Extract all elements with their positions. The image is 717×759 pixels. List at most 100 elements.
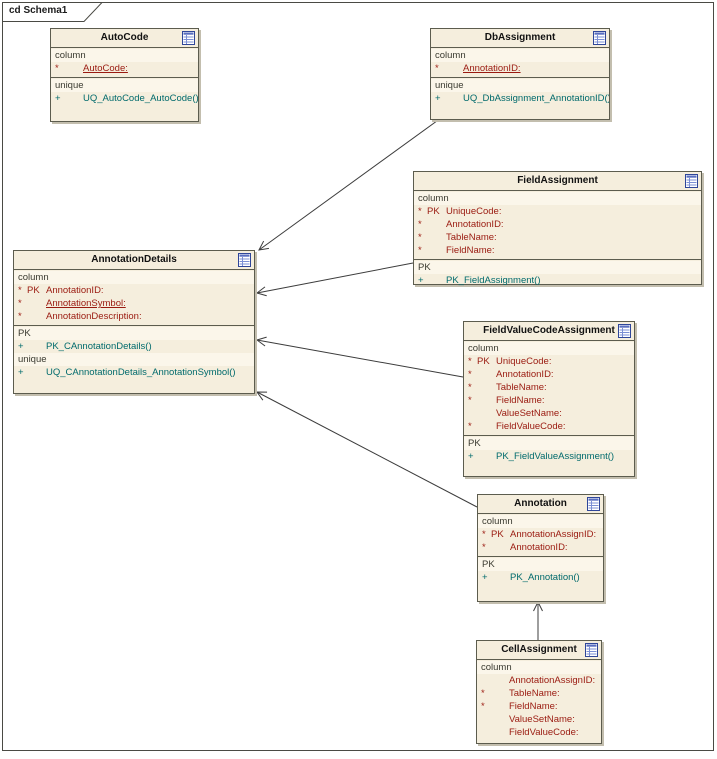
- connector-dbassignment-to-annotationdetails[interactable]: [258, 117, 442, 251]
- connector-fieldassignment-to-annotationdetails[interactable]: [255, 262, 414, 297]
- attribute-name: UniqueCode:: [496, 356, 552, 367]
- attribute-name: TableName:: [509, 688, 560, 699]
- connector-annotation-to-annotationdetails[interactable]: [256, 391, 478, 508]
- pk-marker: PK: [427, 206, 440, 217]
- visibility-marker: +: [468, 451, 474, 462]
- operation-row[interactable]: +UQ_CAnnotationDetails_AnnotationSymbol(…: [14, 366, 254, 379]
- attribute-row[interactable]: *TableName:: [477, 687, 601, 700]
- attribute-row[interactable]: *TableName:: [464, 381, 634, 394]
- pk-marker: [427, 231, 446, 244]
- pk-marker: [64, 62, 83, 75]
- entity-annotation[interactable]: Annotation column * PK AnnotationAssignID:* A…: [477, 494, 604, 602]
- operation-row[interactable]: +UQ_AutoCode_AutoCode(): [51, 92, 198, 105]
- visibility-marker: +: [55, 93, 61, 104]
- attribute-row[interactable]: FieldValueCode:: [477, 726, 601, 739]
- operation-row[interactable]: + PK_FieldAssignment(): [414, 274, 701, 287]
- pk-marker: [477, 394, 496, 407]
- attribute-row[interactable]: *AnnotationID:: [464, 368, 634, 381]
- compartment-label: PK: [464, 437, 634, 450]
- pk-marker: PK: [477, 356, 490, 367]
- attribute-row[interactable]: AnnotationAssignID:: [477, 674, 601, 687]
- attribute-row[interactable]: * PK UniqueCode:: [464, 355, 634, 368]
- attribute-row[interactable]: ValueSetName:: [464, 407, 634, 420]
- operation-row[interactable]: +PK_Annotation(): [478, 571, 603, 584]
- not-null-marker: *: [418, 245, 422, 256]
- entity-compartment: PK+ PK_FieldAssignment(): [414, 259, 701, 289]
- not-null-marker: *: [418, 232, 422, 243]
- attribute-row[interactable]: ValueSetName:: [477, 713, 601, 726]
- attribute-row[interactable]: *FieldName:: [477, 700, 601, 713]
- entity-title: Annotation: [514, 498, 567, 509]
- compartment-label: unique: [51, 79, 198, 92]
- entity-title-bar[interactable]: CellAssignment: [477, 641, 601, 659]
- attribute-row[interactable]: *FieldValueCode:: [464, 420, 634, 433]
- attribute-name: AnnotationAssignID:: [510, 529, 597, 540]
- attribute-name: AnnotationID:: [446, 219, 504, 230]
- connector-fieldvaluecodeassignment-to-annotationdetails[interactable]: [255, 336, 464, 378]
- operation-row[interactable]: +PK_FieldValueAssignment(): [464, 450, 634, 463]
- entity-autocode[interactable]: AutoCode column*AutoCode: unique+UQ_AutoCo…: [50, 28, 199, 122]
- entity-title-bar[interactable]: FieldAssignment: [414, 172, 701, 190]
- attribute-row[interactable]: *TableName:: [414, 231, 701, 244]
- operation-name: PK_CAnnotationDetails(): [46, 341, 152, 352]
- compartment-label: column: [478, 515, 603, 528]
- pk-marker: [64, 92, 83, 105]
- pk-marker: [490, 674, 509, 687]
- operation-row[interactable]: + PK_CAnnotationDetails(): [14, 340, 254, 353]
- operation-name: UQ_DbAssignment_AnnotationID(): [463, 93, 609, 104]
- entity-title-bar[interactable]: FieldValueCodeAssignment: [464, 322, 634, 340]
- not-null-marker: *: [468, 382, 472, 393]
- operation-row[interactable]: + UQ_DbAssignment_AnnotationID(): [431, 92, 609, 105]
- attribute-row[interactable]: *AnnotationID:: [414, 218, 701, 231]
- attribute-row[interactable]: * FieldName:: [414, 244, 701, 257]
- compartment-label: column: [464, 342, 634, 355]
- visibility-marker: +: [435, 93, 441, 104]
- attribute-row[interactable]: *AnnotationSymbol:: [14, 297, 254, 310]
- operation-name: PK_FieldAssignment(): [446, 275, 541, 286]
- compartment-label: column: [14, 271, 254, 284]
- attribute-name: AnnotationID:: [510, 542, 568, 553]
- attribute-name: FieldName:: [446, 245, 495, 256]
- entity-title: FieldValueCodeAssignment: [483, 325, 615, 336]
- entity-title-bar[interactable]: DbAssignment: [431, 29, 609, 47]
- pk-marker: [490, 713, 509, 726]
- table-icon: [685, 174, 698, 188]
- entity-title-bar[interactable]: AnnotationDetails: [14, 251, 254, 269]
- attribute-row[interactable]: *AnnotationDescription:: [14, 310, 254, 323]
- table-icon: [585, 643, 598, 657]
- entity-title-bar[interactable]: Annotation: [478, 495, 603, 513]
- attribute-row[interactable]: * AnnotationID:: [478, 541, 603, 554]
- pk-marker: [477, 450, 496, 463]
- pk-marker: [477, 407, 496, 420]
- entity-compartment: PK+PK_FieldValueAssignment(): [464, 435, 634, 476]
- visibility-marker: +: [418, 275, 424, 286]
- entity-compartment: PK+PK_Annotation(): [478, 556, 603, 601]
- pk-marker: PK: [491, 529, 504, 540]
- pk-marker: [444, 92, 463, 105]
- attribute-row[interactable]: *FieldName:: [464, 394, 634, 407]
- entity-title: AutoCode: [100, 32, 149, 43]
- attribute-name: FieldName:: [509, 701, 558, 712]
- entity-title-bar[interactable]: AutoCode: [51, 29, 198, 47]
- attribute-row[interactable]: *AutoCode:: [51, 62, 198, 75]
- not-null-marker: *: [468, 356, 472, 367]
- entity-compartment: column * PK AnnotationAssignID:* AnnotationI…: [478, 513, 603, 556]
- entity-title: AnnotationDetails: [91, 254, 177, 265]
- not-null-marker: *: [482, 542, 486, 553]
- attribute-row[interactable]: *AnnotationID:: [431, 62, 609, 75]
- visibility-marker: +: [18, 341, 24, 352]
- compartment-label: PK: [414, 261, 701, 274]
- table-icon: [587, 497, 600, 511]
- compartment-label: column: [51, 49, 198, 62]
- visibility-marker: +: [482, 572, 488, 583]
- compartment-label: unique: [431, 79, 609, 92]
